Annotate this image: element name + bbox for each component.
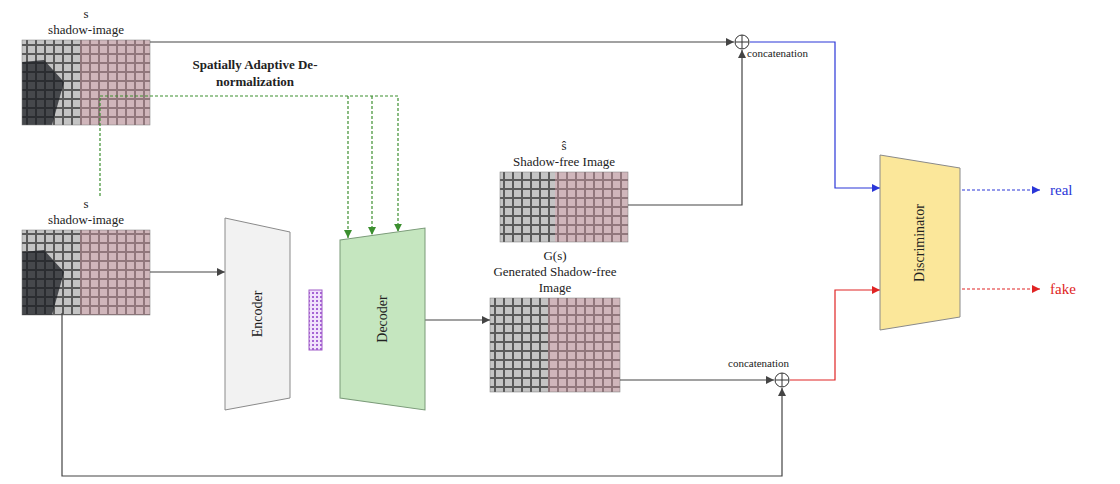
image-caption: ŝ [500,138,628,154]
output-label: real [1050,181,1072,199]
photo-pink-area [80,40,150,125]
concat-label: concatenation [747,47,808,60]
image-caption: Shadow-free Image [500,154,628,170]
caption-block: sshadow-image [22,6,150,38]
connector-arrow [790,290,880,380]
trapezoid-shape [340,228,425,410]
concat-circle [735,35,749,49]
photo-tiles [22,230,150,315]
generated-photo [490,298,620,392]
connector-arrow [750,42,880,188]
photo-shadow [22,60,64,125]
connector-arrow [150,41,734,42]
caption-block: sshadow-image [22,196,150,228]
photo-frame [490,298,620,392]
connector-arrow [150,271,225,272]
photo-pink-area [80,230,150,315]
shadow-free-photo [500,172,628,242]
concat-label: concatenation [728,357,789,370]
trapezoid-shape [880,155,960,330]
image-node: sshadow-image [22,6,150,123]
connector-arrow [100,96,398,232]
photo-tiles [22,40,150,125]
concat-node: concatenation [734,34,830,68]
image-area [490,296,620,390]
caption-block: ŝShadow-free Image [500,138,628,170]
block-label: Discriminator [912,204,928,282]
image-caption: shadow-image [22,212,150,228]
image-caption: G(s) [490,248,620,264]
connector-arrow [425,319,490,320]
output-arrow [962,189,1040,190]
photo-pink-area [555,172,628,242]
concat-symbol [774,372,790,388]
block-label: Decoder [375,295,391,342]
latent-bar [309,290,322,350]
concat-circle [775,373,789,387]
connector-arrow [628,50,742,205]
output-arrow [962,288,1040,289]
edge-label: Spatially Adaptive De-normalization [185,56,325,90]
photo-frame [22,230,150,315]
photo-tiles [500,172,628,242]
encoder-block: Encoder [225,218,290,410]
image-node: sshadow-image [22,196,150,313]
caption-block: G(s)Generated Shadow-free Image [490,248,620,296]
image-caption: shadow-image [22,22,150,38]
image-caption: s [22,6,150,22]
output-label: fake [1050,280,1076,298]
photo-pink-area [548,298,620,392]
block-label: Encoder [250,291,266,338]
image-caption: s [22,196,150,212]
discriminator-block: Discriminator [880,155,960,330]
image-area [22,228,150,313]
decoder-block: Decoder [340,228,425,410]
concat-cross [742,35,743,49]
image-caption: Generated Shadow-free Image [490,264,620,296]
denorm-branch [371,96,372,235]
photo-frame [22,40,150,125]
concat-node: concatenation [722,356,818,390]
connector-group [62,42,880,476]
concat-cross [782,373,783,387]
image-area [22,38,150,123]
connector-arrow [620,379,774,380]
image-area [500,170,628,240]
shadow-photo [22,230,150,315]
photo-tiles [490,298,620,392]
denorm-branch [347,96,348,238]
image-node: ŝShadow-free Image [500,138,628,240]
image-node: G(s)Generated Shadow-free Image [490,248,620,390]
shadow-photo [22,40,150,125]
photo-shadow [22,250,64,315]
trapezoid-shape [225,218,290,410]
photo-frame [500,172,628,242]
